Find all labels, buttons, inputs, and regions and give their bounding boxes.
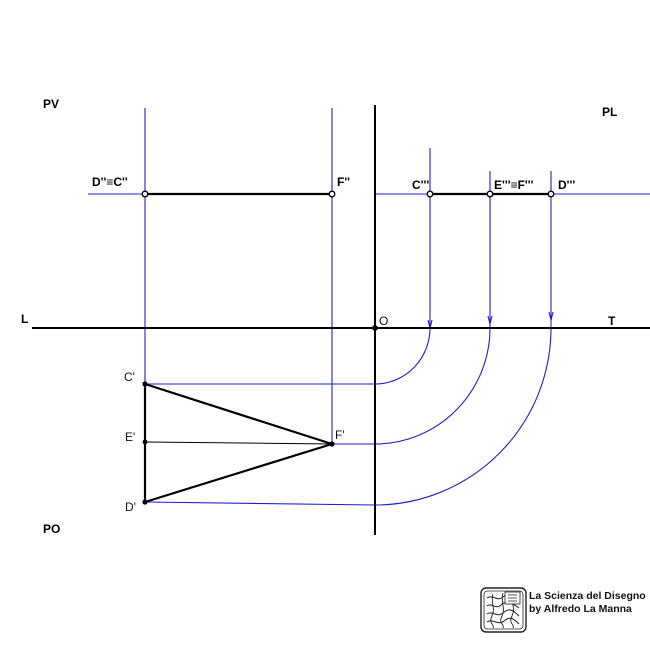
plan-points	[142, 381, 335, 505]
label-t: T	[608, 314, 616, 328]
points	[141, 190, 555, 331]
credit-line-2: by Alfredo La Manna	[529, 603, 632, 615]
label-c-side: C'''	[412, 178, 429, 192]
label-dc-front: D''≡C''	[92, 175, 128, 189]
edge-ef-plan	[144, 441, 333, 445]
label-pl: PL	[602, 105, 617, 119]
lsd-logo	[480, 587, 527, 633]
point-f-front	[328, 190, 336, 198]
point-origin	[372, 325, 378, 331]
label-f-plan: F'	[335, 428, 345, 442]
construction-lines	[88, 108, 650, 506]
label-d-plan: D'	[125, 500, 136, 514]
main-lines	[32, 105, 650, 535]
transfer-arc-c	[374, 327, 431, 385]
point-c-plan	[142, 381, 148, 387]
point-c-side	[426, 190, 434, 198]
point-e-plan	[142, 439, 148, 445]
point-ef-side	[486, 190, 494, 198]
point-d-side	[547, 190, 555, 198]
label-pv: PV	[43, 97, 59, 111]
label-po: PO	[43, 522, 60, 536]
transfer-arc-ef	[374, 327, 491, 445]
credit-line-1: La Scienza del Disegno	[529, 590, 646, 602]
label-ef-side: E'''≡F'''	[494, 178, 534, 192]
point-f-plan	[329, 441, 335, 447]
point-dc-front	[141, 190, 149, 198]
label-c-plan: C'	[124, 370, 135, 384]
label-l: L	[21, 312, 28, 326]
label-e-plan: E'	[125, 430, 135, 444]
label-origin: O	[379, 314, 388, 328]
label-f-front: F''	[337, 175, 350, 189]
edge-cf-plan	[144, 382, 333, 446]
edge-df-plan	[144, 442, 333, 504]
arrow-tick-d3	[548, 311, 554, 321]
transfer-line-d	[144, 501, 376, 506]
point-d-plan	[142, 499, 148, 505]
arrow-tick-ef3	[487, 315, 493, 325]
transfer-arc-d	[374, 327, 552, 506]
label-d-side: D'''	[558, 178, 575, 192]
